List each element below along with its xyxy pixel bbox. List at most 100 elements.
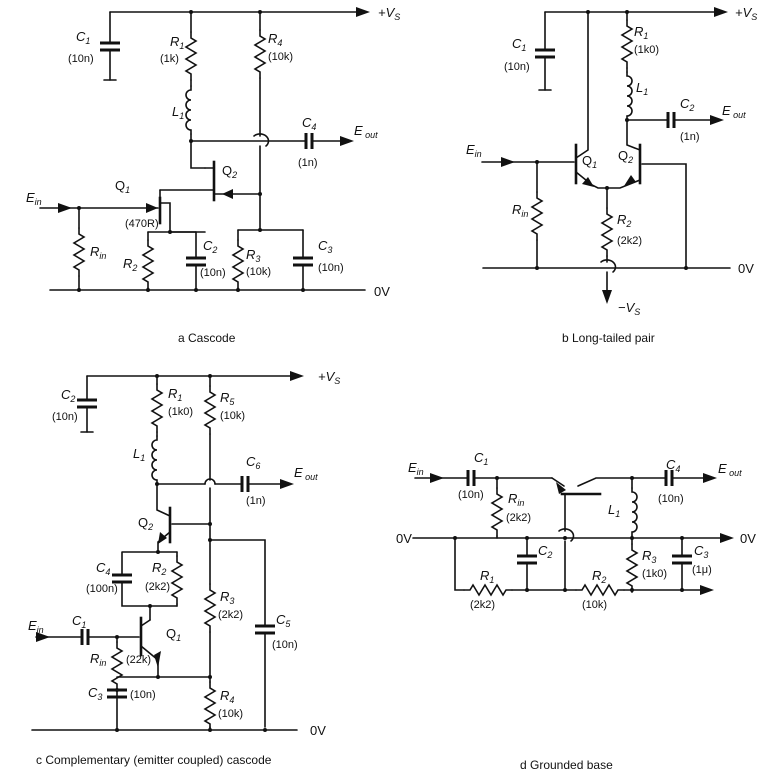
d-c1-label: C1: [474, 450, 488, 467]
d-r2-label: R2: [592, 568, 606, 585]
b-neg-vs-label: −VS: [618, 300, 640, 317]
b-q2-label: Q2: [618, 148, 633, 165]
a-c3-value: (10n): [318, 262, 344, 274]
b-c2-value: (1n): [680, 131, 700, 143]
d-c2-label: C2: [538, 543, 552, 560]
d-rin-label: Rin: [508, 491, 524, 508]
d-ein-label: Ein: [408, 460, 424, 477]
c-r5-label: R5: [220, 390, 235, 407]
c-c4-value: (100n): [86, 583, 118, 595]
c-c1-label: C1: [72, 613, 86, 630]
a-c2-label: C2: [203, 238, 217, 255]
d-c4-label: C4: [666, 457, 680, 474]
b-r1-value: (1k0): [634, 44, 659, 56]
c-c3-label: C3: [88, 685, 102, 702]
d-0v-right-label: 0V: [740, 531, 756, 546]
a-c2-value: (10n): [200, 267, 226, 279]
c-r3-value: (2k2): [218, 609, 243, 621]
b-rin-label: Rin: [512, 202, 528, 219]
a-c4-label: C4: [302, 115, 316, 132]
d-r3-value: (1k0): [642, 568, 667, 580]
d-c4-value: (10n): [658, 493, 684, 505]
a-ein-label: Ein: [26, 190, 42, 207]
caption-a: a Cascode: [178, 331, 236, 345]
c-r1-label: R1: [168, 386, 182, 403]
c-r4-label: R4: [220, 688, 234, 705]
c-r4-value: (10k): [218, 708, 243, 720]
c-c6-label: C6: [246, 454, 260, 471]
a-q1-value: (470R): [125, 218, 159, 230]
a-0v-label: 0V: [374, 284, 390, 299]
a-c3-label: C3: [318, 238, 332, 255]
c-r3-label: R3: [220, 589, 234, 606]
d-0v-left-label: 0V: [396, 531, 412, 546]
b-r2-label: R2: [617, 212, 631, 229]
circuit-d-grounded-base: [412, 470, 734, 596]
a-r3-label: R3: [246, 247, 260, 264]
a-c4-value: (1n): [298, 157, 318, 169]
b-q1-label: Q1: [582, 153, 597, 170]
d-c1-value: (10n): [458, 489, 484, 501]
b-c2-label: C2: [680, 96, 694, 113]
circuit-b-long-tailed-pair: [481, 7, 731, 304]
b-ein-label: Ein: [466, 142, 482, 159]
a-r4-label: R4: [268, 31, 282, 48]
d-r1-value: (2k2): [470, 599, 495, 611]
a-eout-label: E out: [354, 123, 378, 140]
a-c1-value: (10n): [68, 53, 94, 65]
c-q2-label: Q2: [138, 515, 153, 532]
a-q1-label: Q1: [115, 178, 130, 195]
caption-d: d Grounded base: [520, 758, 613, 772]
d-eout-label: E out: [718, 461, 742, 478]
c-c5-value: (10n): [272, 639, 298, 651]
c-vs-label: +VS: [318, 369, 340, 386]
c-c4-label: C4: [96, 560, 110, 577]
a-r1-label: R1: [170, 34, 184, 51]
b-vs-label: +VS: [735, 5, 757, 22]
c-l1-label: L1: [133, 446, 145, 463]
c-r5-value: (10k): [220, 410, 245, 422]
c-r2-value: (2k2): [145, 581, 170, 593]
a-r3-value: (10k): [246, 266, 271, 278]
circuit-c-complementary-cascode: [31, 371, 304, 732]
b-eout-label: E out: [722, 103, 746, 120]
a-r2-label: R2: [123, 256, 137, 273]
c-ein-label: Ein: [28, 618, 44, 635]
c-c2-value: (10n): [52, 411, 78, 423]
d-rin-value: (2k2): [506, 512, 531, 524]
b-c1-label: C1: [512, 36, 526, 53]
a-l1-label: L1: [172, 104, 184, 121]
c-0v-label: 0V: [310, 723, 326, 738]
d-c3-label: C3: [694, 543, 708, 560]
a-q2-label: Q2: [222, 163, 237, 180]
c-rin-value: (22k): [126, 654, 151, 666]
c-q1-label: Q1: [166, 626, 181, 643]
a-r1-value: (1k): [160, 53, 179, 65]
a-rin-label: Rin: [90, 244, 106, 261]
d-r2-value: (10k): [582, 599, 607, 611]
c-c3-value: (10n): [130, 689, 156, 701]
c-c5-label: C5: [276, 612, 291, 629]
caption-b: b Long-tailed pair: [562, 331, 655, 345]
d-l1-label: L1: [608, 502, 620, 519]
c-eout-label: E out: [294, 465, 318, 482]
a-vs-label: +VS: [378, 5, 400, 22]
circuit-a-cascode: [39, 7, 370, 292]
a-c1-label: C1: [76, 29, 90, 46]
c-c2-label: C2: [61, 387, 75, 404]
c-rin-label: Rin: [90, 651, 106, 668]
caption-c: c Complementary (emitter coupled) cascod…: [36, 753, 272, 767]
b-r1-label: R1: [634, 24, 648, 41]
d-c3-value: (1μ): [692, 564, 712, 576]
b-l1-label: L1: [636, 80, 648, 97]
c-r1-value: (1k0): [168, 406, 193, 418]
a-r4-value: (10k): [268, 51, 293, 63]
b-c1-value: (10n): [504, 61, 530, 73]
b-0v-label: 0V: [738, 261, 754, 276]
b-r2-value: (2k2): [617, 235, 642, 247]
d-r3-label: R3: [642, 548, 656, 565]
c-c6-value: (1n): [246, 495, 266, 507]
c-r2-label: R2: [152, 560, 166, 577]
d-r1-label: R1: [480, 568, 494, 585]
